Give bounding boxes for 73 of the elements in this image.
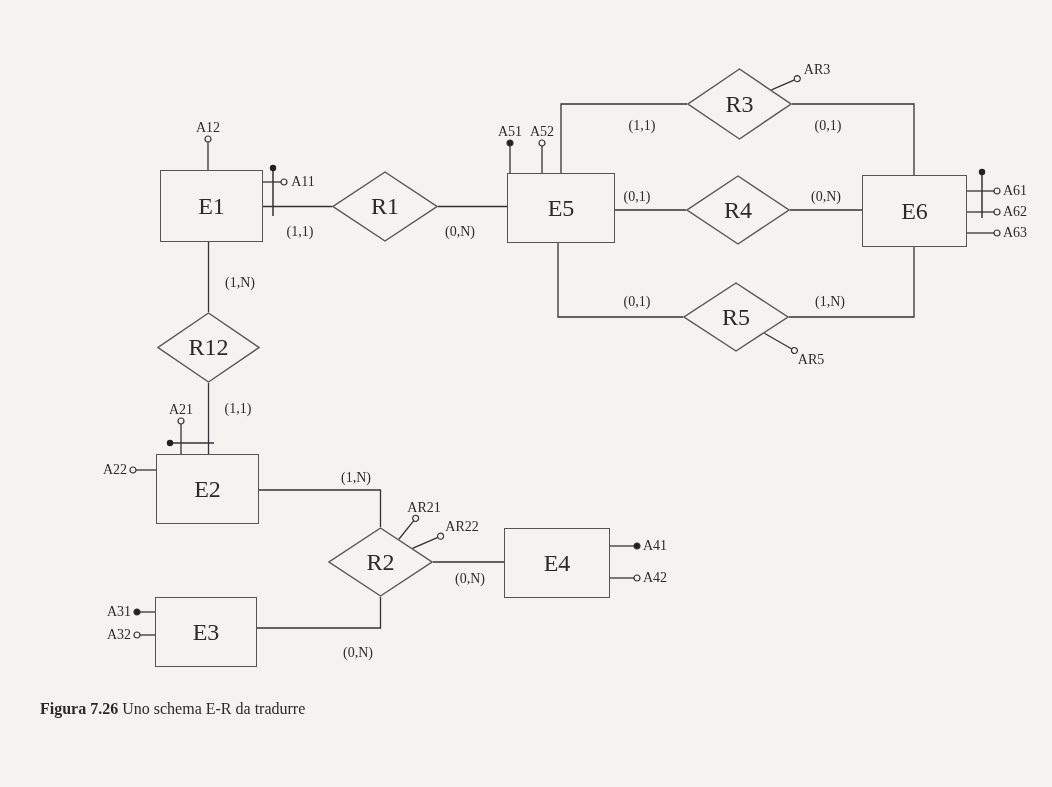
attribute-label: AR3 [800, 62, 834, 78]
cardinality-label: (0,1) [622, 189, 652, 205]
attribute-line [129, 466, 157, 474]
relationship-diamond: R2 [328, 527, 433, 597]
attribute-label: A63 [1000, 225, 1030, 241]
connector-line [791, 103, 915, 176]
cardinality-label: (1,N) [814, 294, 846, 310]
attribute-label: AR21 [405, 500, 443, 516]
attribute-label: AR5 [794, 352, 828, 368]
attribute-label: A11 [287, 174, 319, 190]
attribute-line [506, 139, 514, 174]
attribute-line [204, 135, 212, 171]
attribute-line [609, 574, 641, 582]
cardinality-label: (0,1) [813, 118, 843, 134]
cardinality-label: (0,N) [342, 645, 374, 661]
connector-line [262, 205, 333, 208]
entity-box: E4 [504, 528, 610, 598]
entity-box: E5 [507, 173, 615, 243]
cardinality-label: (1,N) [224, 275, 256, 291]
attribute-line [966, 229, 1001, 237]
connector-line [557, 242, 684, 318]
connector-line [432, 561, 505, 563]
attribute-label: A51 [496, 124, 524, 140]
relationship-diamond: R1 [332, 171, 438, 242]
attribute-label: A22 [100, 462, 130, 478]
entity-box: E6 [862, 175, 967, 247]
attribute-line [262, 178, 288, 186]
attribute-line [411, 532, 445, 549]
cardinality-label: (0,1) [622, 294, 652, 310]
connector-line [256, 596, 382, 629]
connector-line [788, 246, 915, 318]
entity-box: E1 [160, 170, 263, 242]
attribute-label: A41 [640, 538, 670, 554]
cardinality-label: (1,1) [223, 401, 253, 417]
attribute-line [177, 417, 185, 455]
connector-line [789, 209, 863, 211]
connector-line [207, 382, 210, 455]
cardinality-label: (0,N) [810, 189, 842, 205]
figure-caption: Figura 7.26 Uno schema E-R da tradurre [40, 700, 306, 718]
attribute-label: A21 [166, 402, 196, 418]
attribute-label: AR22 [442, 519, 482, 535]
entity-box: E2 [156, 454, 259, 524]
attribute-line [770, 75, 801, 91]
entity-box: E3 [155, 597, 257, 667]
attribute-line [398, 514, 420, 540]
connector-line [614, 209, 687, 211]
cardinality-label: (0,N) [444, 224, 476, 240]
attribute-label: A42 [640, 570, 670, 586]
relationship-diamond: R3 [687, 68, 792, 140]
relationship-diamond: R12 [157, 312, 260, 383]
attribute-label: A31 [104, 604, 134, 620]
attribute-line [763, 332, 799, 355]
attribute-line [966, 187, 1001, 195]
attribute-label: A12 [193, 120, 223, 136]
attribute-label: A52 [528, 124, 556, 140]
cardinality-label: (0,N) [454, 571, 486, 587]
cardinality-label: (1,1) [285, 224, 315, 240]
connector-line [207, 241, 210, 313]
attribute-label: A32 [104, 627, 134, 643]
connector-line [258, 489, 382, 528]
connector-line [560, 103, 688, 174]
attribute-line [609, 542, 641, 550]
attribute-line [966, 208, 1001, 216]
relationship-diamond: R5 [683, 282, 789, 352]
cardinality-label: (1,1) [627, 118, 657, 134]
attribute-label: A62 [1000, 204, 1030, 220]
connector-line [437, 205, 508, 208]
relationship-diamond: R4 [686, 175, 790, 245]
attribute-line [133, 631, 156, 639]
attribute-line [538, 139, 546, 174]
attribute-line [133, 608, 156, 616]
attribute-label: A61 [1000, 183, 1030, 199]
cardinality-label: (1,N) [340, 470, 372, 486]
